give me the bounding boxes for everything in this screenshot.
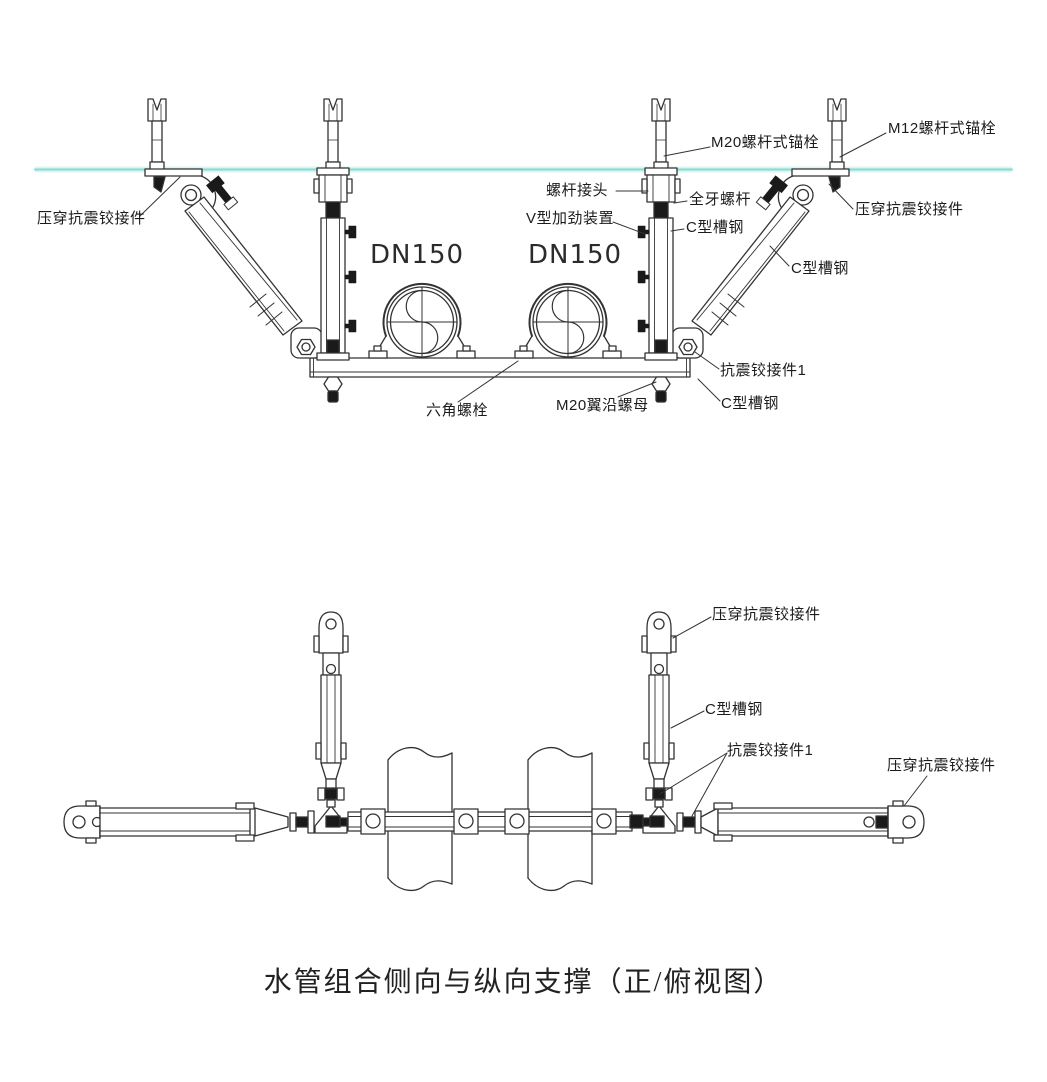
label-full-thread-rod: 全牙螺杆	[689, 191, 752, 208]
plan-channel	[347, 808, 644, 835]
label-c-channel-diagonal: C型槽钢	[791, 260, 849, 277]
left-lateral-brace-assembly	[145, 99, 356, 402]
plan-right-brace	[676, 800, 925, 844]
label-m20-flange-nut: M20翼沿螺母	[556, 397, 649, 414]
label-press-through-hinge-left: 压穿抗震铰接件	[37, 210, 146, 227]
pipe-clamp-dn150-right	[514, 282, 622, 359]
plan-left-brace	[63, 800, 315, 844]
beam-c-channel	[309, 357, 691, 378]
front-elevation-view	[33, 99, 1014, 402]
label-c-channel-hanger: C型槽钢	[686, 219, 744, 236]
label-hex-bolt: 六角螺栓	[426, 402, 489, 419]
clamp-plate	[360, 808, 617, 835]
label-press-through-hinge-right: 压穿抗震铰接件	[855, 201, 964, 218]
label-v-stiffener: V型加劲装置	[526, 210, 615, 227]
label-m20-anchor: M20螺杆式锚栓	[711, 134, 820, 151]
plan-left-vertical-brace	[313, 611, 349, 808]
label-press-through-hinge-plan-top: 压穿抗震铰接件	[712, 606, 821, 623]
plan-view	[63, 611, 925, 892]
plan-right-vertical-brace	[641, 611, 677, 808]
label-c-channel-beam: C型槽钢	[721, 395, 779, 412]
figure-caption: 水管组合侧向与纵向支撑（正/俯视图）	[263, 967, 784, 998]
label-m12-anchor: M12螺杆式锚栓	[888, 120, 997, 137]
pipe-clamp-dn150-left	[368, 282, 476, 359]
label-dn150-left: DN150	[370, 240, 465, 270]
plan-center-pivot-right	[642, 805, 676, 834]
label-screw-coupler: 螺杆接头	[546, 182, 609, 199]
label-press-through-hinge-plan-right: 压穿抗震铰接件	[887, 757, 996, 774]
label-c-channel-plan: C型槽钢	[705, 701, 763, 718]
plan-center-pivot-left	[314, 805, 348, 834]
leader-lines	[139, 132, 928, 817]
label-seismic-hinge1-plan: 抗震铰接件1	[727, 742, 814, 759]
label-seismic-hinge1-front: 抗震铰接件1	[720, 362, 807, 379]
label-dn150-right: DN150	[528, 240, 623, 270]
